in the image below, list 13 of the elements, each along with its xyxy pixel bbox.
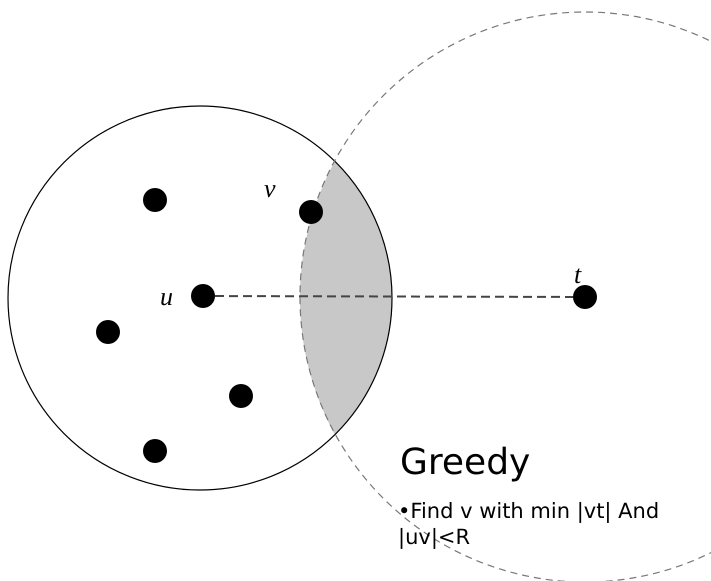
- point-dot: [143, 439, 167, 463]
- point-dot: [143, 188, 167, 212]
- point-dot: [96, 320, 120, 344]
- point-dot: [191, 284, 215, 308]
- point-dot: [229, 384, 253, 408]
- dashed-line: [215, 295, 573, 298]
- point-label: v: [264, 176, 276, 202]
- point-dot: [573, 285, 597, 309]
- point-label: u: [160, 284, 173, 310]
- point-label: t: [574, 262, 582, 288]
- point-dot: [299, 200, 323, 224]
- note-text: •Find v with min |vt| And |uv|<R: [398, 498, 660, 550]
- title-text: Greedy: [400, 441, 532, 485]
